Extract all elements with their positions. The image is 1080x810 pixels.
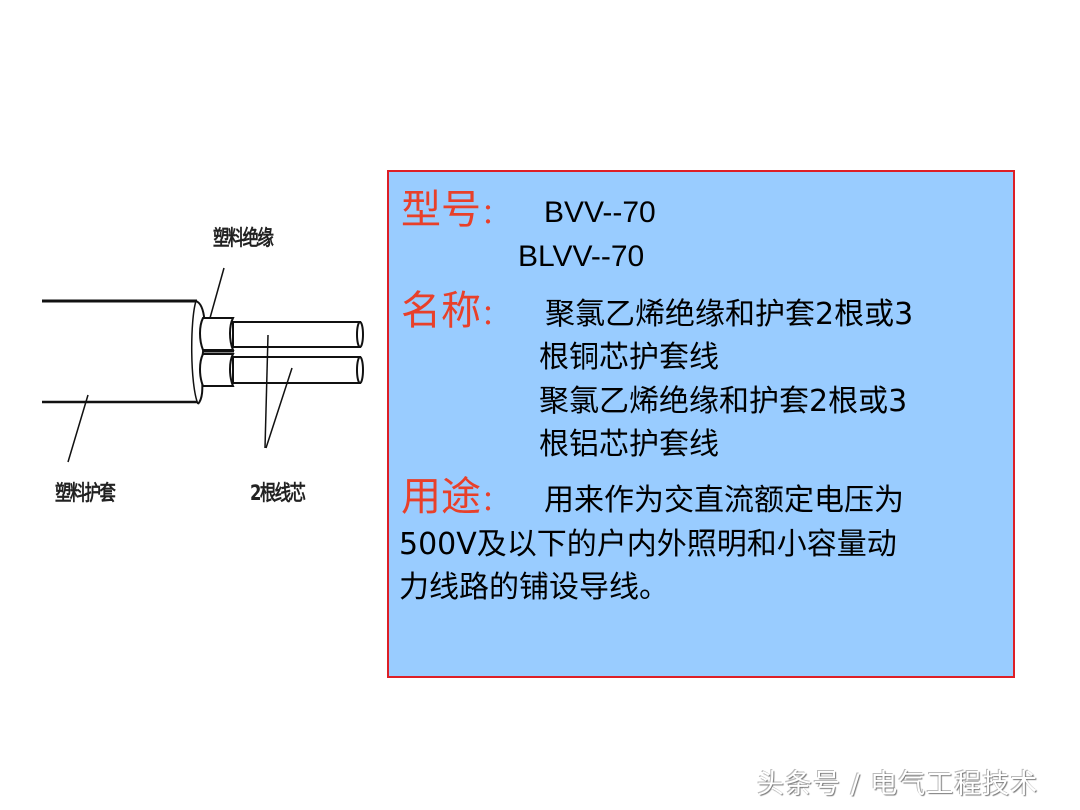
name-line-2: 根铜芯护套线 [539, 340, 719, 375]
label-cores: 2根线芯 [250, 481, 306, 505]
model-value-1: BVV--70 [544, 196, 656, 229]
model-value-2: BLVV--70 [518, 240, 645, 273]
model-colon: ： [481, 197, 510, 230]
name-row: 名称： [401, 289, 509, 333]
name-label: 名称 [401, 288, 481, 334]
watermark: 头条号 / 电气工程技术 [757, 769, 1039, 800]
usage-line-1: 用来作为交直流额定电压为 [544, 483, 904, 518]
label-insulation: 塑料绝缘 [213, 226, 274, 250]
usage-line-3: 力线路的铺设导线。 [399, 570, 669, 605]
usage-line-2: 500V及以下的户内外照明和小容量动 [399, 527, 897, 562]
cable-diagram: 塑料绝缘 塑料护套 2根线芯 [30, 180, 370, 550]
name-line-4: 根铝芯护套线 [539, 427, 719, 462]
model-label: 型号 [401, 187, 481, 233]
label-sheath: 塑料护套 [55, 481, 116, 505]
model-row: 型号： [401, 188, 509, 232]
usage-row: 用途： [401, 475, 509, 519]
name-colon: ： [481, 298, 510, 331]
info-box: 型号： BVV--70 BLVV--70 名称： 聚氯乙烯绝缘和护套2根或3 根… [387, 170, 1015, 678]
usage-colon: ： [481, 484, 510, 517]
usage-label: 用途 [401, 474, 481, 520]
cable-drawing [42, 267, 364, 463]
name-line-3: 聚氯乙烯绝缘和护套2根或3 [539, 384, 908, 419]
name-line-1: 聚氯乙烯绝缘和护套2根或3 [545, 297, 914, 332]
